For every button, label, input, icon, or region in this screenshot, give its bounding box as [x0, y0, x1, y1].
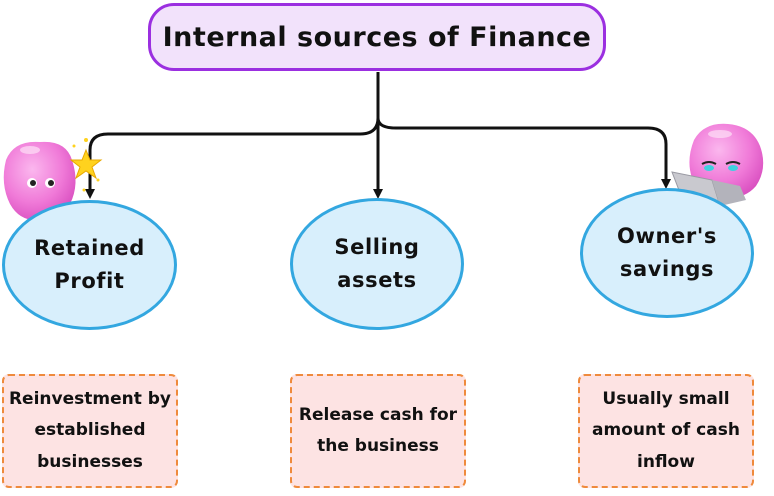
note-owners-savings: Usually small amount of cash inflow	[578, 374, 754, 488]
connector-to-owners-savings	[376, 117, 671, 189]
note-selling-assets: Release cash for the business	[290, 374, 466, 488]
source-label: Retained Profit	[34, 236, 145, 293]
note-text: Reinvestment by established businesses	[8, 388, 172, 472]
source-bubble-retained-profit: Retained Profit	[2, 200, 177, 330]
connector-to-retained-profit	[85, 117, 380, 199]
star-icon	[69, 138, 103, 192]
note-retained-profit: Reinvestment by established businesses	[2, 374, 178, 488]
note-text: Release cash for the business	[298, 404, 458, 456]
diagram-title: Internal sources of Finance	[148, 3, 606, 71]
source-label: Owner's savings	[617, 224, 717, 281]
source-bubble-selling-assets: Selling assets	[290, 198, 464, 330]
diagram-title-text: Internal sources of Finance	[162, 21, 592, 53]
source-label: Selling assets	[334, 235, 420, 292]
source-bubble-owners-savings: Owner's savings	[580, 188, 754, 318]
pink-blob-mascot-icon	[3, 141, 76, 221]
note-text: Usually small amount of cash inflow	[592, 388, 740, 472]
